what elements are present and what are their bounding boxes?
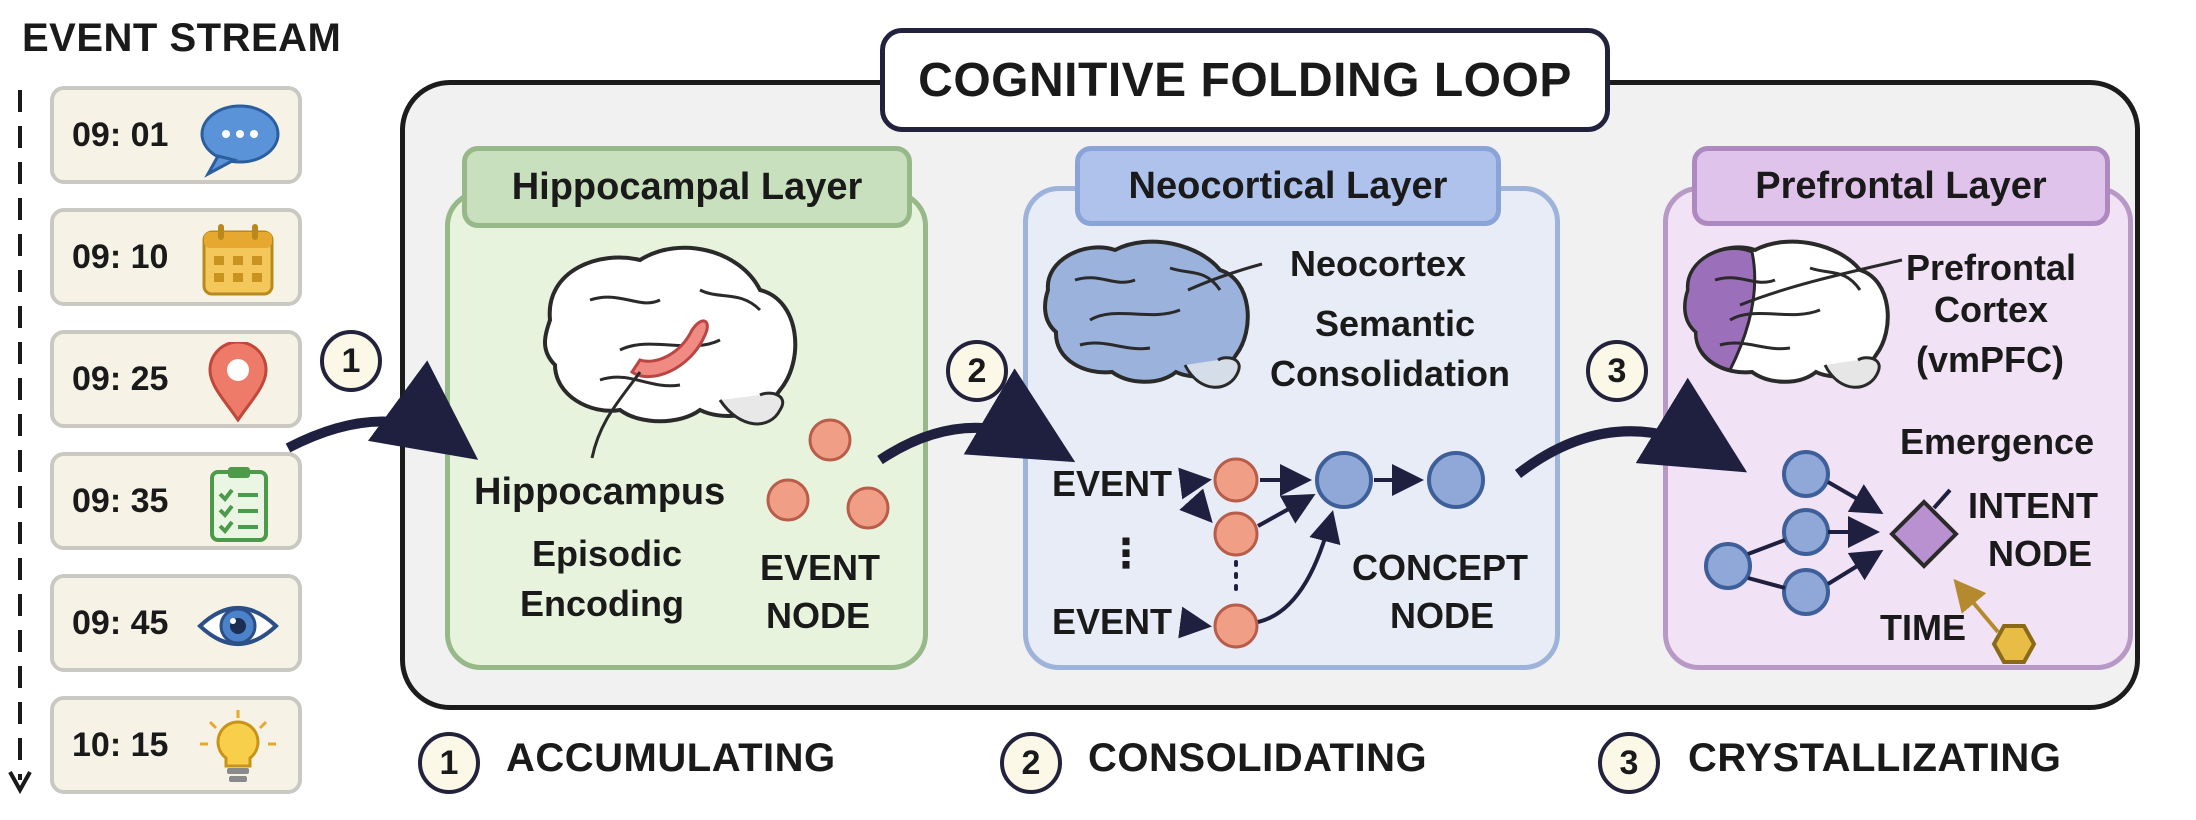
- stage-2-badge: 2: [946, 340, 1008, 402]
- time-node: [1991, 624, 2037, 664]
- event-node: [766, 478, 810, 522]
- intent-node-label-line2: NODE: [1988, 533, 2093, 574]
- event-card: 09: 35: [50, 452, 302, 550]
- event-input-label: EVENT: [1052, 463, 1173, 504]
- lightbulb-icon: [200, 710, 276, 782]
- legend-stage-2-label: CONSOLIDATING: [1088, 736, 1428, 780]
- neocortical-process-line2: Consolidation: [1270, 353, 1510, 394]
- event-time: 10: 15: [72, 726, 169, 764]
- calendar-icon: [202, 224, 274, 296]
- concept-node-label-line1: CONCEPT: [1352, 547, 1529, 588]
- legend-stage-3-badge: 3: [1598, 732, 1660, 794]
- brain-hippocampus-icon: [543, 245, 798, 459]
- event-stream-title: EVENT STREAM: [22, 16, 342, 60]
- brain-prefrontal-icon: [1683, 239, 1903, 389]
- hippocampus-label: Hippocampus: [474, 471, 726, 513]
- event-node: [846, 486, 890, 530]
- hippocampal-process-line2: Encoding: [520, 583, 684, 624]
- time-label: TIME: [1880, 607, 1966, 648]
- event-node: [1213, 511, 1259, 557]
- stage-1-badge: 1: [320, 330, 382, 392]
- event-card: 09: 45: [50, 574, 302, 672]
- concept-node: [1782, 508, 1830, 556]
- stage-3-badge: 3: [1586, 340, 1648, 402]
- event-card: 09: 10: [50, 208, 302, 306]
- neocortical-layer-title: Neocortical Layer: [1075, 146, 1501, 226]
- event-input-label: EVENT: [1052, 601, 1173, 642]
- event-card: 09: 25: [50, 330, 302, 428]
- checklist-icon: [210, 467, 268, 542]
- intent-graph: [1704, 450, 2037, 664]
- event-node-label-line2: NODE: [766, 595, 871, 636]
- event-node: [1213, 603, 1259, 649]
- prefrontal-region-line3: (vmPFC): [1916, 339, 2065, 380]
- legend-stage-3-label: CRYSTALLIZATING: [1688, 736, 2062, 780]
- legend-stage-2-badge: 2: [1000, 732, 1062, 794]
- concept-node: [1315, 451, 1373, 509]
- event-time: 09: 25: [72, 360, 169, 398]
- neocortical-process-line1: Semantic: [1315, 303, 1476, 344]
- prefrontal-layer-title: Prefrontal Layer: [1692, 146, 2110, 226]
- concept-node: [1782, 450, 1830, 498]
- brain-neocortex-icon: [1043, 239, 1263, 389]
- emergence-label: Emergence: [1900, 421, 2095, 462]
- event-time: 09: 35: [72, 482, 169, 520]
- event-ellipsis: ⋮: [1106, 532, 1146, 576]
- eye-icon: [197, 606, 279, 646]
- event-card: 09: 01: [50, 86, 302, 184]
- event-node: [808, 418, 852, 462]
- concept-graph: [1178, 451, 1485, 649]
- flow-arrow-3: [1514, 377, 1748, 478]
- legend-stage-1-label: ACCUMULATING: [506, 736, 836, 780]
- prefrontal-region-line2: Cortex: [1934, 289, 2049, 330]
- speech-bubble-icon: [200, 104, 280, 178]
- intent-node: [1889, 499, 1959, 569]
- concept-node-label-line2: NODE: [1390, 595, 1495, 636]
- hippocampal-layer-title: Hippocampal Layer: [462, 146, 912, 228]
- event-node-cluster: [766, 418, 890, 530]
- concept-node: [1782, 568, 1830, 616]
- legend-stage-1-badge: 1: [418, 732, 480, 794]
- flow-arrow-2: [877, 368, 1076, 465]
- event-time: 09: 01: [72, 116, 169, 154]
- map-pin-icon: [208, 342, 268, 422]
- concept-node: [1704, 542, 1752, 590]
- flow-arrow-1: [285, 360, 479, 460]
- neocortex-label: Neocortex: [1290, 243, 1467, 284]
- event-node: [1213, 457, 1259, 503]
- intent-node-label-line1: INTENT: [1968, 485, 2098, 526]
- event-time: 09: 45: [72, 604, 169, 642]
- concept-node: [1427, 451, 1485, 509]
- prefrontal-region-line1: Prefrontal: [1906, 247, 2077, 288]
- hippocampal-process-line1: Episodic: [532, 533, 683, 574]
- loop-title: COGNITIVE FOLDING LOOP: [880, 28, 1610, 132]
- event-card: 10: 15: [50, 696, 302, 794]
- event-time: 09: 10: [72, 238, 169, 276]
- event-node-label-line1: EVENT: [760, 547, 881, 588]
